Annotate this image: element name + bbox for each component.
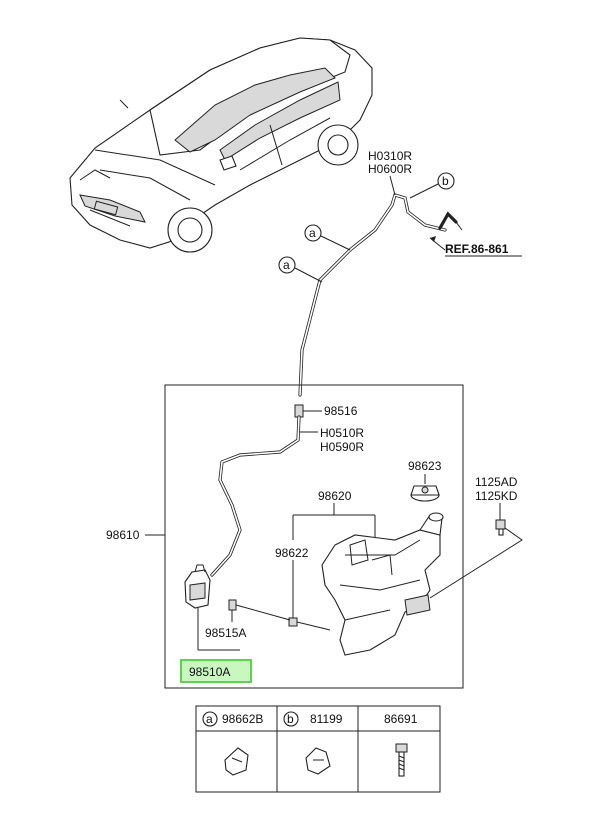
- legend-table: a 98662B b 81199 86691: [195, 705, 441, 793]
- marker-a-circle-2: a: [278, 256, 296, 274]
- lower-hose: [210, 415, 301, 577]
- cap-98623: [410, 485, 440, 502]
- legend-col3-part[interactable]: 86691: [384, 712, 418, 726]
- legend-col2-part[interactable]: 81199: [310, 712, 343, 726]
- clip-98662b-icon: [224, 747, 249, 776]
- label-h0600r: H0600R: [368, 162, 412, 176]
- screw-86691-icon: [395, 743, 408, 777]
- washer-pump-98510a: [184, 564, 211, 609]
- label-98622[interactable]: 98622: [275, 546, 309, 560]
- legend-col1-part[interactable]: 98662B: [222, 712, 263, 726]
- label-98610[interactable]: 98610: [106, 528, 140, 542]
- label-1125ad[interactable]: 1125AD: [475, 475, 518, 489]
- washer-reservoir-98620: [321, 512, 444, 656]
- label-98515a[interactable]: 98515A: [205, 626, 246, 640]
- label-h0590r[interactable]: H0590R: [320, 440, 364, 454]
- car-illustration: [69, 37, 373, 253]
- grommet-98515a: [228, 599, 237, 611]
- legend-col2-marker: b: [287, 712, 294, 726]
- bolt-1125ad: [495, 519, 506, 536]
- label-h0510r[interactable]: H0510R: [320, 426, 364, 440]
- assembly-box: [164, 384, 464, 689]
- label-ref-86-861[interactable]: REF.86-861: [445, 242, 509, 256]
- label-98510a[interactable]: 98510A: [189, 665, 230, 679]
- marker-b-circle: b: [437, 172, 455, 190]
- part-98622: [288, 617, 298, 627]
- clip-81199-icon: [305, 747, 331, 775]
- label-98516[interactable]: 98516: [324, 404, 358, 418]
- label-98623[interactable]: 98623: [408, 459, 442, 473]
- label-98620[interactable]: 98620: [318, 489, 352, 503]
- marker-a-label-2: a: [283, 258, 290, 272]
- marker-a-label-1: a: [309, 226, 316, 240]
- label-1125kd[interactable]: 1125KD: [475, 489, 518, 503]
- label-h0310r: H0310R: [368, 149, 412, 163]
- highlight-98510a[interactable]: [180, 659, 252, 683]
- legend-col1-marker: a: [206, 712, 213, 726]
- marker-b-label: b: [442, 174, 449, 188]
- marker-a-circle-1: a: [304, 224, 322, 242]
- connector-98516: [294, 404, 304, 418]
- upper-hose: [298, 193, 463, 397]
